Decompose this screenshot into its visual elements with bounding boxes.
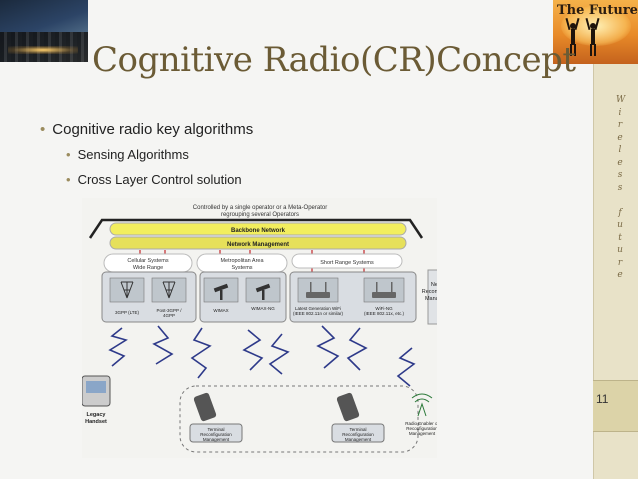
node-label-post3gpp: Post-3GPP /: [157, 308, 183, 313]
terminal-reconfig-label-2: Terminal: [349, 427, 366, 432]
cellular-label-2: Wide Range: [133, 265, 163, 271]
legacy-handset-label: Legacy: [87, 412, 107, 418]
radio-enabler-icon: [411, 393, 433, 417]
sidebar-vertical-text: W i r e l e s s f u t u r e: [616, 95, 626, 280]
people-silhouette-icon: [565, 17, 600, 56]
handset-screen: [86, 381, 106, 393]
future-photo: The Future: [553, 0, 638, 64]
bullet-dot-icon: •: [66, 147, 71, 162]
terminal-reconfig-box-1: [189, 423, 243, 443]
terminal-reconfig-label-1: Terminal: [207, 427, 224, 432]
terminal-reconfig-label-2c: Management: [345, 437, 372, 442]
node-label-wifing: WiFi-NG: [375, 306, 393, 311]
metro-label: Metropolitan Area: [220, 258, 264, 264]
node-label-wifi-2: (IEEE 802.11n or similar): [293, 311, 343, 316]
node-label-wifing-2: (IEEE 802.11x, etc.): [364, 311, 404, 316]
top-caption-1: Controlled by a single operator or a Met…: [193, 205, 327, 211]
page-number-box: [593, 380, 638, 432]
city-photo: [0, 0, 88, 62]
short-range-group: [291, 253, 403, 269]
node-labels: 3GPP (LTE) Post-3GPP / 4GPP WIMAX WIMAX-…: [115, 306, 405, 318]
legacy-handset-label-2: Handset: [85, 419, 107, 425]
terminal-reconfig-label-2b: Reconfiguration: [342, 432, 374, 437]
node-label-wifi: Latest Generation WiFi: [295, 306, 341, 311]
svg-text:Management: Management: [425, 296, 437, 302]
backbone-label: Backbone Network: [231, 228, 286, 234]
short-range-label: Short Range Systems: [320, 260, 374, 266]
slide-title: Cognitive Radio(CR)Concept: [92, 40, 576, 80]
svg-text:Network: Network: [431, 282, 437, 288]
bullet-dot-icon: •: [40, 121, 46, 138]
bullet-level2-2: • Cross Layer Control solution: [66, 172, 242, 187]
future-tag: The Future: [557, 3, 638, 18]
top-caption-2: regrouping several Operators: [221, 212, 299, 218]
antenna-icon: [120, 281, 176, 299]
backbone-bar: [109, 222, 407, 236]
bullet-text: Cognitive radio key algorithms: [52, 121, 254, 138]
page-number: 11: [596, 392, 609, 406]
terminal-reconfig-box-2: [331, 423, 385, 443]
radio-enabler-label: Radio Enabler of: [405, 421, 437, 426]
cellular-label: Cellular Systems: [127, 258, 169, 264]
bullet-level2-1: • Sensing Algorithms: [66, 147, 189, 162]
network-management-bar: [109, 236, 407, 250]
terminal-reconfig-label-1c: Management: [203, 437, 230, 442]
city-lights: [8, 46, 78, 54]
bullet-dot-icon: •: [66, 172, 71, 187]
node-label-post3gpp-2: 4GPP: [163, 313, 175, 318]
bullet-text: Cross Layer Control solution: [77, 172, 242, 187]
radio-enabler-label-3: Management: [409, 431, 436, 436]
bullet-text: Sensing Algorithms: [77, 147, 189, 162]
svg-text:Reconfiguration: Reconfiguration: [422, 289, 437, 295]
terminal-dashed-region: [179, 385, 419, 453]
diagram-svg: Controlled by a single operator or a Met…: [81, 205, 460, 453]
bullet-level1: • Cognitive radio key algorithms: [40, 121, 253, 138]
node-label-wimaxng: WIMAX-NG: [251, 306, 275, 311]
router-icon: [306, 282, 396, 298]
wimax-tower-icon: [213, 283, 271, 300]
terminal-reconfig-label-1b: Reconfiguration: [200, 432, 232, 437]
control-bracket: [88, 218, 424, 239]
cr-architecture-diagram: Controlled by a single operator or a Met…: [81, 198, 460, 458]
terminal-phone-icon: [193, 392, 360, 422]
radio-wave-icon: [108, 325, 416, 387]
metro-label-2: Systems: [231, 265, 252, 271]
radio-enabler-label-2: Reconfiguration: [406, 426, 437, 431]
node-label-3gpp: 3GPP (LTE): [115, 310, 140, 315]
node-label-wimax: WIMAX: [213, 308, 228, 313]
network-management-label: Network Management: [227, 242, 289, 248]
